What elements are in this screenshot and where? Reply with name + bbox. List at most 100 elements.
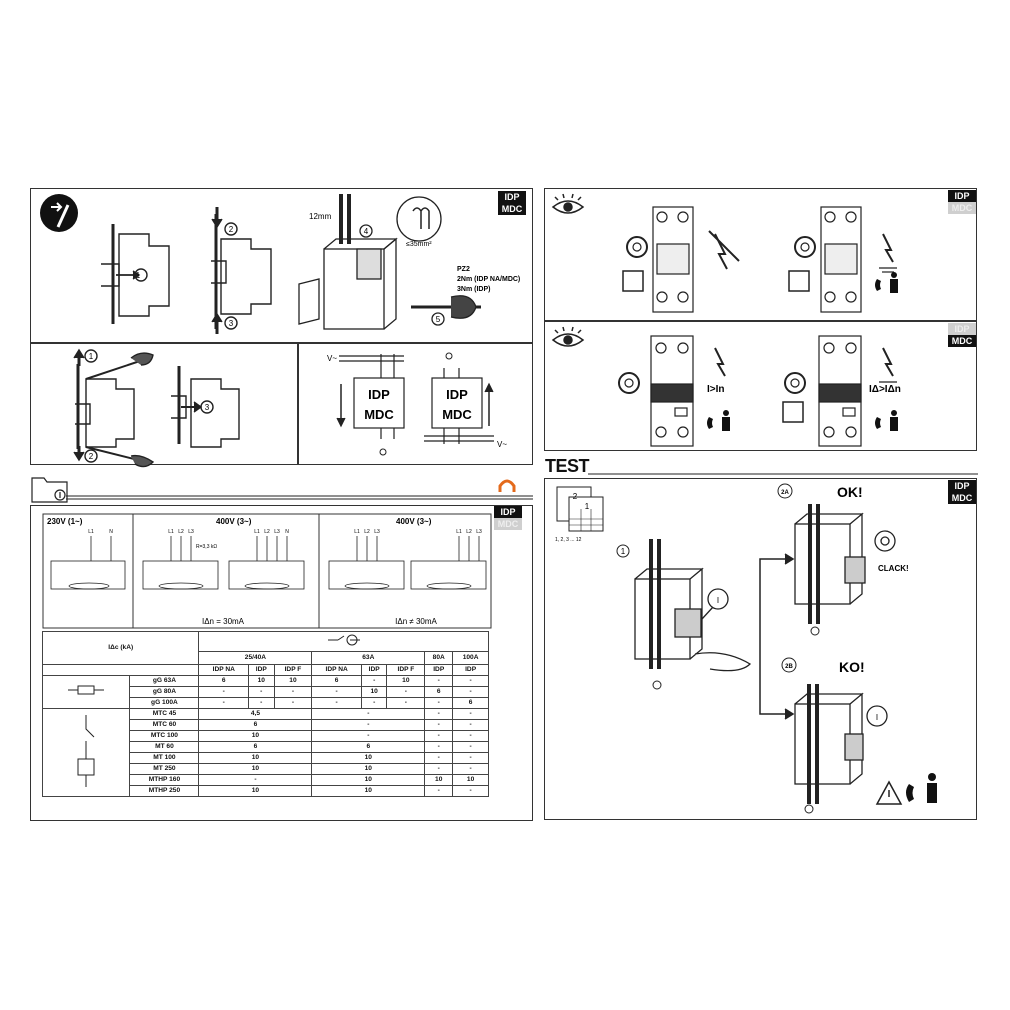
- removal-step-3: 3: [205, 403, 210, 412]
- cell: -: [311, 730, 426, 742]
- call-technician-icon: [906, 773, 937, 803]
- cell: -: [273, 697, 313, 709]
- cell: -: [198, 774, 313, 786]
- cell: -: [452, 719, 489, 731]
- removal-illustration: 1 2 3: [73, 348, 240, 468]
- lamp-icon: [379, 352, 453, 456]
- overcurrent-label: I>In: [707, 384, 725, 395]
- step-4-label: 4: [364, 227, 369, 236]
- row-name: MTHP 250: [129, 785, 200, 797]
- status-illustration-mdc: I>In IΔ>IΔn: [551, 326, 901, 447]
- d4-l1: L1: [354, 529, 360, 535]
- cell: -: [424, 752, 454, 764]
- d1-n: N: [109, 529, 113, 535]
- cell: 10: [311, 774, 426, 786]
- cell: 6: [198, 741, 313, 753]
- cell: 10: [311, 763, 426, 775]
- cable-section-label: ≤35mm²: [406, 241, 432, 248]
- test-button-label: I: [717, 596, 719, 605]
- cell: 10: [198, 785, 313, 797]
- row-name: gG 63A: [129, 675, 200, 687]
- supply-direction-diagram: V~ IDP MDC IDP MDC V~: [327, 352, 507, 456]
- cell: 10: [198, 730, 313, 742]
- cell: -: [360, 697, 388, 709]
- ok-step-label: 2A: [781, 490, 789, 496]
- cell: -: [424, 741, 454, 753]
- calendar-back-page: 2: [573, 492, 578, 501]
- cell: 10: [311, 752, 426, 764]
- subheader-spacer: [41, 664, 200, 676]
- table-row: MTC 45 4,5---: [41, 708, 489, 797]
- device-label-idp-2: IDP: [446, 387, 468, 402]
- device-label-mdc-2: MDC: [442, 407, 472, 422]
- cell: 6: [198, 719, 313, 731]
- sensitivity-not-equal: IΔn ≠ 30mA: [395, 617, 437, 626]
- cell: -: [452, 785, 489, 797]
- row-name: MT 60: [129, 741, 200, 753]
- row-name: MT 250: [129, 763, 200, 775]
- d1-l1: L1: [88, 529, 94, 535]
- test-frequency: 1, 2, 3 ... 12: [555, 537, 582, 543]
- call-technician-icon: [875, 272, 898, 293]
- row-name: gG 80A: [129, 686, 200, 698]
- d2-l3: L3: [188, 529, 194, 535]
- d3-n: N: [285, 529, 289, 535]
- cell: -: [273, 686, 313, 698]
- cell: -: [386, 686, 426, 698]
- cell: -: [311, 686, 362, 698]
- breaker-tripped: [794, 504, 896, 624]
- cell: -: [247, 686, 275, 698]
- cell: -: [424, 708, 454, 720]
- step-1-label: 1: [136, 271, 141, 280]
- cell: 10: [247, 675, 275, 687]
- subhead: IDP NA: [311, 664, 362, 676]
- table-row: MTC 60 6---: [43, 719, 489, 731]
- cell: -: [360, 675, 388, 687]
- ko-step-label: 2B: [785, 664, 793, 670]
- badge-idp: IDP: [504, 192, 520, 202]
- row-name: MT 100: [129, 752, 200, 764]
- test-badge-mdc: MDC: [951, 493, 973, 503]
- cell: -: [198, 697, 249, 709]
- device-label-idp-1: IDP: [368, 387, 390, 402]
- residual-current-label: IΔ>IΔn: [869, 384, 901, 395]
- cell: -: [247, 697, 275, 709]
- removal-panel: 1 2 3: [30, 343, 298, 468]
- d4-l3: L3: [374, 529, 380, 535]
- subhead: IDP NA: [198, 664, 249, 676]
- safety-disconnect-icon: [40, 194, 78, 232]
- subhead: IDP: [424, 664, 454, 676]
- cell: -: [424, 785, 454, 797]
- breaker-wiring: [298, 194, 481, 330]
- folder-icon: [31, 477, 68, 503]
- badge-mdc-inactive: MDC: [948, 202, 976, 214]
- d5-l1: L1: [456, 529, 462, 535]
- step-3-label: 3: [229, 319, 234, 328]
- cell: -: [424, 730, 454, 742]
- wiring-badge: IDP MDC: [494, 506, 522, 530]
- eye-icon: [551, 193, 585, 214]
- cell: 10: [198, 752, 313, 764]
- wiring-badge-mdc: MDC: [494, 518, 522, 530]
- badge-mdc-active: MDC: [951, 336, 973, 346]
- ko-label: KO!: [839, 659, 865, 675]
- cell: -: [452, 686, 489, 698]
- table-row: gG 100A -------6: [43, 697, 489, 709]
- cell: 10: [311, 785, 426, 797]
- d2-l1: L1: [168, 529, 174, 535]
- cell: -: [452, 763, 489, 775]
- subhead: IDP F: [386, 664, 426, 676]
- cell: 10: [452, 774, 489, 786]
- cell: -: [424, 763, 454, 775]
- test-badge: IDP MDC: [948, 480, 976, 504]
- wiring-badge-idp: IDP: [500, 507, 516, 517]
- mcb-symbol-cell: [41, 708, 131, 797]
- subhead: IDP F: [273, 664, 313, 676]
- d5-l3: L3: [476, 529, 482, 535]
- group-63a: 63A: [311, 651, 426, 665]
- row-name: MTC 45: [129, 708, 200, 720]
- status-panel-idp: IDP MDC: [544, 188, 977, 321]
- screwdriver-type: PZ2: [457, 266, 470, 273]
